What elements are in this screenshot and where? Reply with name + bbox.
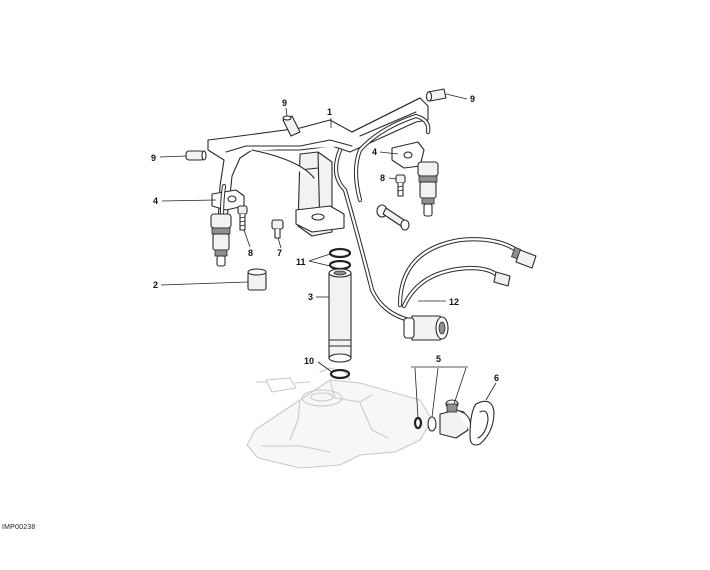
screw-part-7 — [271, 219, 284, 239]
cylinder-head-ghost — [246, 367, 433, 469]
callout-5: 5 — [436, 354, 441, 364]
callout-4-right: 4 — [372, 147, 377, 157]
screw-part-8-left — [237, 205, 248, 231]
wiring-harness-part-12 — [333, 113, 537, 341]
callout-8-left: 8 — [248, 248, 253, 258]
callout-labels: 1 9 9 9 4 4 8 8 7 11 2 3 12 10 5 6 — [151, 94, 499, 383]
callout-11: 11 — [296, 257, 306, 267]
callout-9-left: 9 — [151, 153, 156, 163]
bolt-washer-right — [376, 204, 410, 231]
callout-10: 10 — [304, 356, 314, 366]
spacer-part-2 — [247, 268, 267, 291]
diagram-reference-code: IMP00238 — [2, 524, 36, 531]
support-frame-part-1 — [207, 97, 429, 237]
o-ring-part-10 — [329, 368, 351, 380]
injector-left — [210, 183, 232, 267]
callout-7: 7 — [277, 248, 282, 258]
screw-part-8-right — [395, 174, 406, 197]
pin-part-9-right — [425, 88, 447, 102]
callout-1: 1 — [327, 107, 332, 117]
tube-part-3 — [328, 268, 352, 363]
pin-part-9-left — [185, 150, 207, 161]
callout-2: 2 — [153, 280, 158, 290]
callout-9-top: 9 — [282, 98, 287, 108]
gasket-part-6 — [469, 400, 495, 446]
injector-right — [417, 161, 439, 217]
callout-9-right: 9 — [470, 94, 475, 104]
callout-3: 3 — [308, 292, 313, 302]
callout-4-left: 4 — [153, 196, 158, 206]
callout-12: 12 — [449, 297, 459, 307]
callout-8-right: 8 — [380, 173, 385, 183]
clamp-part-4-left — [211, 189, 245, 211]
leader-lines — [159, 93, 497, 419]
o-rings-part-11 — [328, 247, 352, 271]
callout-6: 6 — [494, 373, 499, 383]
